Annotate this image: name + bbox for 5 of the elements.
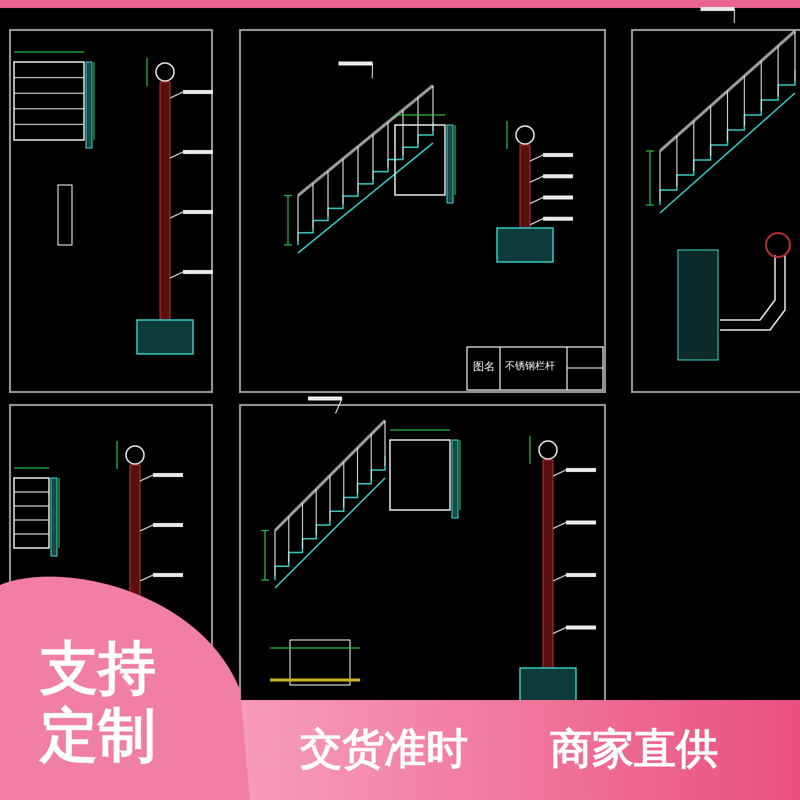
table-cell: 图名 <box>473 361 495 374</box>
promo-slogan: 商家直供 <box>550 725 718 774</box>
table-cell: 不锈钢栏杆 <box>505 361 555 372</box>
promo-slogan: 支持定制 <box>40 635 157 768</box>
promo-slogan: 交货准时 <box>300 725 468 774</box>
